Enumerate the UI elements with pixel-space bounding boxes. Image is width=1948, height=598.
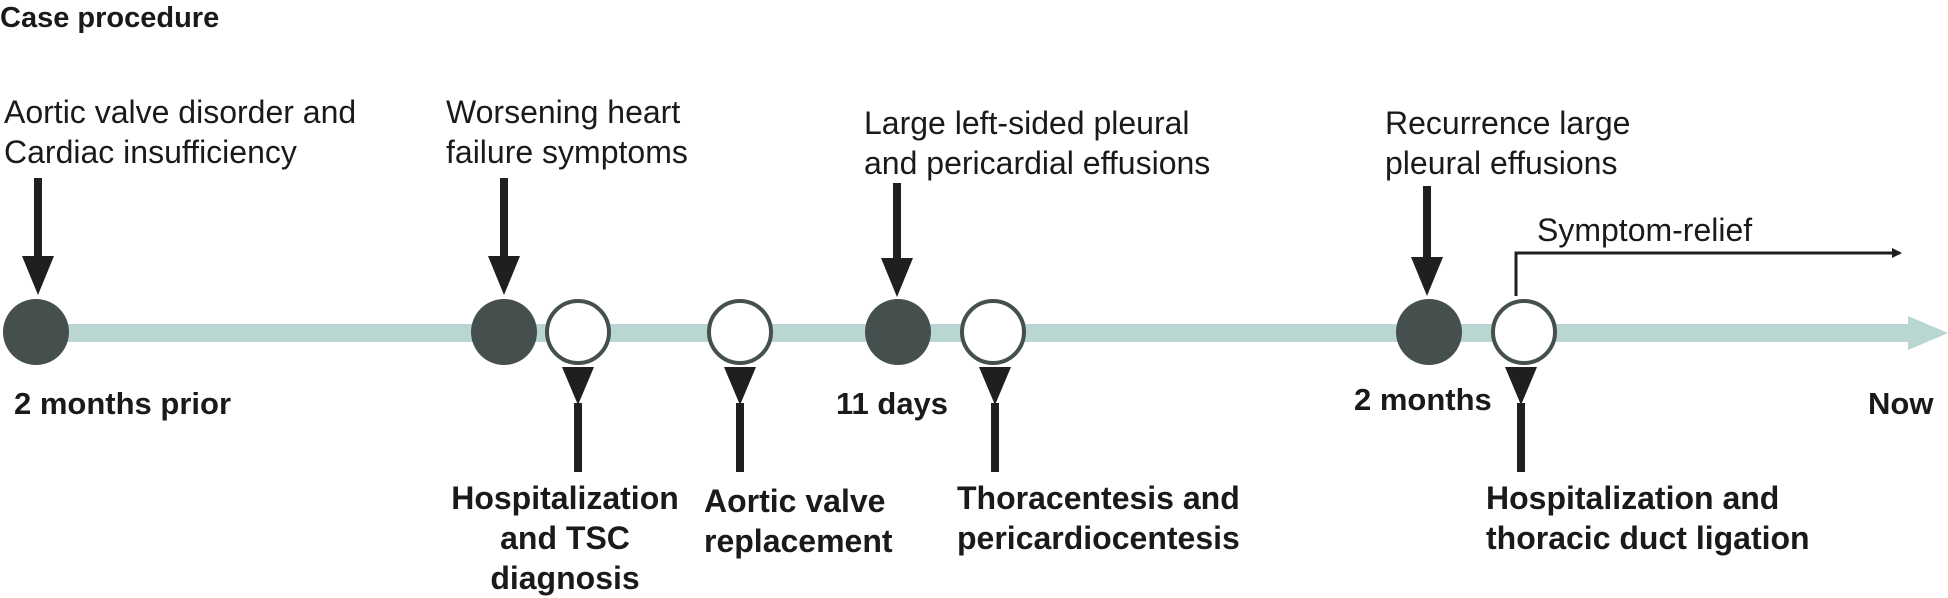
procedure-label-line: thoracic duct ligation: [1486, 520, 1810, 556]
procedure-label-line: pericardiocentesis: [957, 520, 1240, 556]
event-label: Aortic valve disorder and Cardiac insuff…: [4, 92, 356, 172]
time-label: 2 months prior: [14, 386, 232, 421]
event-label: Large left-sided pleural and pericardial…: [864, 103, 1210, 183]
procedure-arrow: [562, 367, 594, 472]
procedure-arrow: [1505, 367, 1537, 472]
procedure-label: Hospitalization and TSC diagnosis: [448, 478, 682, 598]
event-label-line: Large left-sided pleural: [864, 105, 1190, 141]
event-node: [471, 299, 537, 365]
procedure-label: Hospitalization and thoracic duct ligati…: [1486, 478, 1810, 558]
event-label-line: Aortic valve disorder and: [4, 94, 357, 130]
event-arrow: [1411, 186, 1443, 296]
procedure-label-line: diagnosis: [490, 560, 640, 596]
outcome-arrow: [1514, 248, 1902, 296]
procedure-label: Thoracentesis and pericardiocentesis: [957, 478, 1240, 558]
event-label-line: Recurrence large: [1385, 105, 1631, 141]
procedure-node: [707, 299, 773, 365]
event-label-line: failure symptoms: [446, 134, 688, 170]
event-label: Recurrence large pleural effusions: [1385, 103, 1630, 183]
procedure-node: [1491, 299, 1557, 365]
time-label: 11 days: [836, 386, 949, 421]
timeline-arrowhead: [1908, 316, 1948, 350]
procedure-label-line: replacement: [704, 523, 893, 559]
procedure-label: Aortic valve replacement: [704, 481, 893, 561]
procedure-label-line: Aortic valve: [704, 483, 886, 519]
event-label-line: Worsening heart: [446, 94, 681, 130]
event-arrow: [488, 178, 520, 295]
procedure-node: [545, 299, 611, 365]
procedure-label-line: and TSC: [500, 520, 630, 556]
event-arrow: [22, 178, 54, 295]
time-label: 2 months: [1354, 382, 1492, 417]
event-label-line: and pericardial effusions: [864, 145, 1211, 181]
event-label: Worsening heart failure symptoms: [446, 92, 688, 172]
procedure-arrow: [724, 367, 756, 472]
procedure-arrow: [979, 367, 1011, 472]
procedure-label-line: Thoracentesis and: [957, 480, 1240, 516]
procedure-node: [960, 299, 1026, 365]
outcome-label: Symptom-relief: [1537, 212, 1753, 248]
event-node: [3, 299, 69, 365]
event-arrow: [881, 183, 913, 297]
event-node: [865, 299, 931, 365]
event-label-line: pleural effusions: [1385, 145, 1618, 181]
procedure-label-line: Hospitalization: [451, 480, 679, 516]
event-node: [1396, 299, 1462, 365]
time-label: Now: [1868, 386, 1934, 421]
procedure-label-line: Hospitalization and: [1486, 480, 1780, 516]
diagram-title: Case procedure: [0, 2, 220, 34]
event-label-line: Cardiac insufficiency: [4, 134, 297, 170]
